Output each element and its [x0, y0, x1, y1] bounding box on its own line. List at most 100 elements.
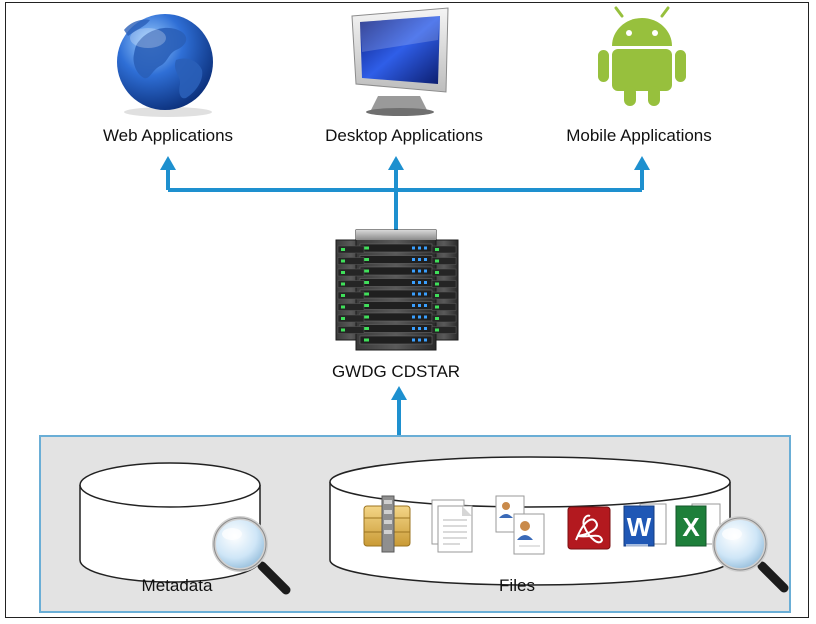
server-side-slot	[337, 268, 365, 277]
server-slot	[359, 324, 433, 333]
server-led-blue	[418, 258, 421, 261]
server-led-blue	[424, 246, 427, 250]
server-led-green	[435, 328, 439, 332]
document-icon	[431, 499, 473, 553]
server-led-green	[364, 246, 369, 250]
server-led-green	[341, 328, 345, 332]
server-led-green	[364, 258, 369, 261]
server-led-green	[435, 305, 439, 309]
server-side-slot	[431, 280, 457, 288]
server-slot	[359, 278, 433, 287]
server-led-green	[364, 315, 369, 319]
files-magnifier-icon	[712, 516, 789, 593]
server-led-blue	[412, 338, 415, 342]
server-led-blue	[424, 269, 427, 273]
server-led-blue	[418, 338, 421, 342]
server-side-slot	[431, 245, 457, 254]
server-led-blue	[424, 304, 427, 307]
server-led-green	[364, 338, 369, 342]
arrowhead-desktop	[388, 156, 404, 170]
server-side-slot	[337, 326, 365, 334]
server-label: GWDG CDSTAR	[331, 362, 461, 381]
files-label: Files	[499, 576, 535, 595]
server-slot	[359, 312, 433, 322]
server-led-blue	[418, 315, 421, 319]
metadata-database-icon	[79, 462, 261, 583]
server-side-slot	[337, 280, 365, 288]
server-led-blue	[412, 292, 415, 296]
globe-icon	[117, 14, 213, 117]
server-led-blue	[412, 304, 415, 307]
server-side-slot	[431, 257, 457, 265]
connector-lines	[166, 168, 644, 435]
server-led-blue	[412, 281, 415, 284]
server-led-blue	[412, 327, 415, 330]
server-side-slot	[431, 314, 457, 323]
server-slot	[359, 243, 433, 253]
server-rack-icon	[335, 229, 459, 351]
server-led-blue	[418, 292, 421, 296]
server-slot	[359, 255, 433, 264]
server-led-blue	[412, 258, 415, 261]
server-led-green	[341, 317, 345, 320]
word-letter: W	[627, 512, 652, 542]
excel-icon: X	[675, 503, 721, 547]
server-led-blue	[412, 269, 415, 273]
server-side-slot	[431, 326, 457, 334]
excel-letter: X	[682, 512, 700, 542]
metadata-label: Metadata	[141, 576, 213, 595]
server-led-green	[435, 271, 439, 274]
server-led-blue	[418, 246, 421, 250]
archive-icon	[363, 495, 411, 553]
contacts-icon	[495, 495, 545, 555]
server-led-blue	[418, 269, 421, 273]
server-led-green	[341, 282, 345, 286]
server-side-slot	[431, 303, 457, 311]
diagram-frame	[5, 2, 809, 618]
server-led-blue	[418, 327, 421, 330]
word-icon: W	[623, 503, 667, 547]
server-led-green	[435, 282, 439, 286]
arrowhead-mobile	[634, 156, 650, 170]
server-slot	[359, 266, 433, 276]
server-side-slot	[337, 303, 365, 311]
web-applications-label: Web Applications	[102, 126, 234, 145]
server-led-green	[435, 248, 439, 251]
server-led-blue	[418, 281, 421, 284]
server-led-green	[435, 317, 439, 320]
server-side-slot	[337, 257, 365, 265]
server-led-green	[364, 327, 369, 330]
desktop-applications-label: Desktop Applications	[325, 126, 483, 145]
android-icon	[598, 6, 686, 106]
server-led-green	[435, 294, 439, 297]
server-side-slot	[337, 245, 365, 254]
server-led-blue	[424, 292, 427, 296]
pdf-icon	[567, 506, 611, 550]
server-led-green	[341, 305, 345, 309]
magnifier-icon	[212, 516, 291, 595]
server-led-green	[364, 269, 369, 273]
server-led-green	[364, 304, 369, 307]
server-led-blue	[412, 246, 415, 250]
server-led-blue	[424, 327, 427, 330]
server-led-blue	[418, 304, 421, 307]
server-led-green	[341, 271, 345, 274]
arrowhead-server	[391, 386, 407, 400]
arrowhead-web	[160, 156, 176, 170]
server-slot	[359, 301, 433, 310]
server-led-green	[435, 259, 439, 263]
server-slot	[359, 335, 433, 345]
server-led-green	[341, 294, 345, 297]
server-led-green	[341, 248, 345, 251]
server-led-blue	[424, 315, 427, 319]
server-slot	[359, 289, 433, 299]
server-led-blue	[412, 315, 415, 319]
arrowheads	[160, 156, 650, 400]
server-side-slot	[337, 314, 365, 323]
mobile-applications-label: Mobile Applications	[566, 126, 712, 145]
server-led-blue	[424, 338, 427, 342]
server-led-green	[341, 259, 345, 263]
server-side-slot	[337, 291, 365, 300]
